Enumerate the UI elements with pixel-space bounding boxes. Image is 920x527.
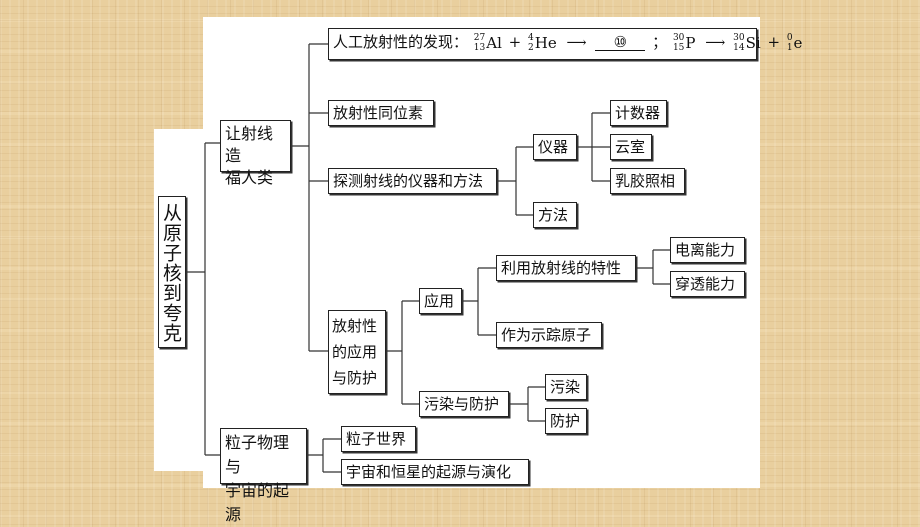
node-cloud-chamber: 云室 xyxy=(610,134,652,160)
node-method: 方法 xyxy=(533,202,577,228)
node-ionization: 电离能力 xyxy=(670,237,745,263)
node-pollution-and-protection: 污染与防护 xyxy=(419,391,509,417)
node-tracer-atom: 作为示踪原子 xyxy=(496,322,602,348)
node-emulsion-photography: 乳胶照相 xyxy=(610,168,685,194)
node-counter: 计数器 xyxy=(610,100,667,126)
connector-pollution xyxy=(509,386,545,422)
branch-radiation-benefits: 让射线造 福人类 xyxy=(220,120,291,187)
discovery-prefix: 人工放射性的发现： xyxy=(333,33,469,51)
connector-detect xyxy=(497,146,533,216)
connector-root xyxy=(186,142,220,456)
node-use-properties: 利用放射线的特性 xyxy=(496,255,636,281)
node-protection: 防护 xyxy=(545,408,587,434)
node-radioisotope: 放射性同位素 xyxy=(328,100,434,126)
reaction-arrow-icon: ⟶ xyxy=(566,35,587,51)
node-instrument: 仪器 xyxy=(533,134,577,160)
root-node: 从原子核到夸克 xyxy=(158,196,186,348)
node-application: 应用 xyxy=(419,288,462,314)
connector-application xyxy=(462,267,496,336)
node-particle-world: 粒子世界 xyxy=(341,426,416,452)
answer-blank[interactable]: ⑩ xyxy=(595,34,646,51)
connector-branch2 xyxy=(307,438,341,473)
node-radioactivity-application: 放射性 的应用 与防护 xyxy=(328,310,386,394)
reaction-arrow-icon: ⟶ xyxy=(705,35,725,51)
branch-particle-physics: 粒子物理与 宇宙的起源 xyxy=(220,428,307,524)
node-pollution: 污染 xyxy=(545,374,587,400)
node-penetration: 穿透能力 xyxy=(670,271,745,297)
connector-properties xyxy=(636,249,670,285)
node-universe-origin: 宇宙和恒星的起源与演化 xyxy=(341,459,529,485)
connector-radapp xyxy=(386,300,419,405)
node-detection: 探测射线的仪器和方法 xyxy=(328,168,497,194)
connector-instrument xyxy=(577,112,610,182)
connector-branch1 xyxy=(291,43,328,352)
